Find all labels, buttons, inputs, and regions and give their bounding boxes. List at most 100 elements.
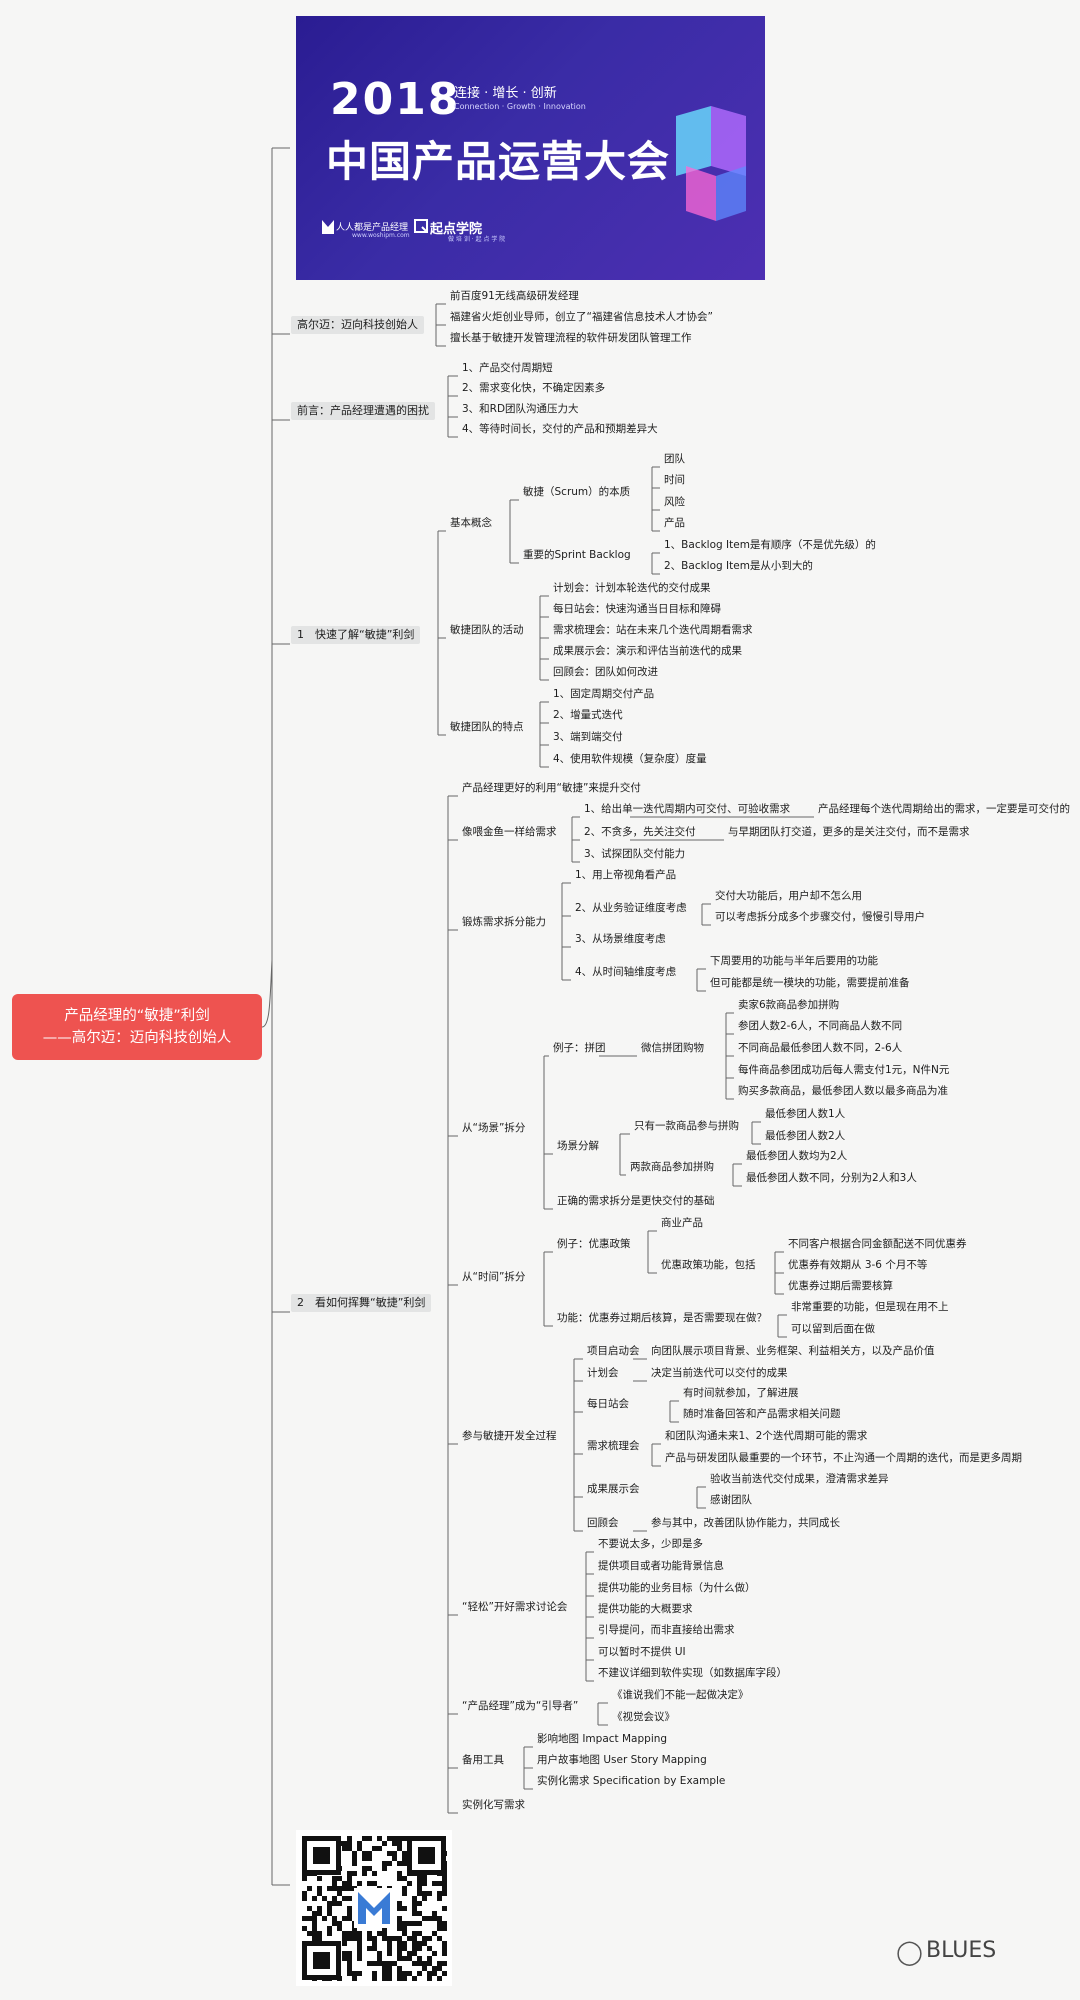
mindmap-node-n4e2-1[interactable]: 非常重要的功能，但是现在用不上 xyxy=(791,1301,949,1313)
mindmap-node-n4b-2[interactable]: 2、不贪多，先关注交付 xyxy=(584,826,696,838)
mindmap-node-n4e1a[interactable]: 商业产品 xyxy=(661,1217,703,1229)
mindmap-node-n3c-4[interactable]: 4、使用软件规模（复杂度）度量 xyxy=(553,753,707,765)
mindmap-node-n4f2x[interactable]: 决定当前迭代可以交付的成果 xyxy=(651,1367,788,1379)
mindmap-node-n4h-1[interactable]: 《谁说我们不能一起做决定》 xyxy=(612,1689,749,1701)
mindmap-node-n4f5b[interactable]: 感谢团队 xyxy=(710,1494,752,1506)
mindmap-node-n4g-3[interactable]: 提供功能的业务目标（为什么做） xyxy=(598,1582,756,1594)
mindmap-node-n3c-3[interactable]: 3、端到端交付 xyxy=(553,731,623,743)
mindmap-node-n4f4[interactable]: 需求梳理会 xyxy=(587,1440,640,1452)
mindmap-node-n4b-1[interactable]: 1、给出单一迭代周期内可交付、可验收需求 xyxy=(584,803,791,815)
mindmap-node-n4g-4[interactable]: 提供功能的大概要求 xyxy=(598,1603,693,1615)
mindmap-node-n4c-3[interactable]: 3、从场景维度考虑 xyxy=(575,933,666,945)
mindmap-node-n4h[interactable]: “产品经理”成为“引导者” xyxy=(462,1700,579,1712)
mindmap-node-n4g-2[interactable]: 提供项目或者功能背景信息 xyxy=(598,1560,724,1572)
mindmap-node-n3a2-1[interactable]: 1、Backlog Item是有顺序（不是优先级）的 xyxy=(664,539,876,551)
mindmap-node-n1-2[interactable]: 福建省火炬创业导师，创立了“福建省信息技术人才协会” xyxy=(450,311,713,323)
mindmap-node-n4d2b-1[interactable]: 最低参团人数均为2人 xyxy=(746,1150,848,1162)
mindmap-node-n4g[interactable]: “轻松”开好需求讨论会 xyxy=(462,1601,568,1613)
mindmap-node-n4f3b[interactable]: 随时准备回答和产品需求相关问题 xyxy=(683,1408,841,1420)
mindmap-node-n2-4[interactable]: 4、等待时间长，交付的产品和预期差异大 xyxy=(462,423,658,435)
mindmap-node-n4d1a-2[interactable]: 参团人数2-6人，不同商品人数不同 xyxy=(738,1020,903,1032)
mindmap-node-n4c-2a[interactable]: 交付大功能后，用户却不怎么用 xyxy=(715,890,862,902)
mindmap-node-n4g-6[interactable]: 可以暂时不提供 UI xyxy=(598,1646,686,1658)
mindmap-node-n3a1[interactable]: 敏捷（Scrum）的本质 xyxy=(523,486,631,498)
mindmap-node-n4f[interactable]: 参与敏捷开发全过程 xyxy=(462,1430,557,1442)
mindmap-node-n4e2[interactable]: 功能：优惠券过期后核算，是否需要现在做？ xyxy=(557,1312,767,1324)
mindmap-node-n4c-1[interactable]: 1、用上帝视角看产品 xyxy=(575,869,677,881)
mindmap-node-n3c-2[interactable]: 2、增量式迭代 xyxy=(553,709,623,721)
mindmap-node-n4d2a[interactable]: 只有一款商品参与拼购 xyxy=(634,1120,739,1132)
mindmap-node-n4d2a-2[interactable]: 最低参团人数2人 xyxy=(765,1130,846,1142)
mindmap-node-n4i-3[interactable]: 实例化需求 Specification by Example xyxy=(537,1775,726,1787)
mindmap-node-n4e1b[interactable]: 优惠政策功能，包括 xyxy=(661,1259,756,1271)
mindmap-node-n4f6[interactable]: 回顾会 xyxy=(587,1517,619,1529)
mindmap-node-n4i-1[interactable]: 影响地图 Impact Mapping xyxy=(537,1733,668,1745)
mindmap-node-n4j[interactable]: 实例化写需求 xyxy=(462,1799,525,1811)
mindmap-node-n4d1a-5[interactable]: 购买多款商品，最低参团人数以最多商品为准 xyxy=(738,1085,948,1097)
mindmap-node-n3a[interactable]: 基本概念 xyxy=(450,517,492,529)
mindmap-node-n4d1a[interactable]: 微信拼团购物 xyxy=(641,1042,704,1054)
mindmap-node-n2-3[interactable]: 3、和RD团队沟通压力大 xyxy=(462,403,579,415)
mindmap-node-n4d1a-4[interactable]: 每件商品参团成功后每人需支付1元，N件N元 xyxy=(738,1064,950,1076)
branch-node-n2[interactable]: 前言：产品经理遭遇的困扰 xyxy=(291,402,435,420)
mindmap-node-n3b-2[interactable]: 每日站会：快速沟通当日目标和障碍 xyxy=(553,603,721,615)
mindmap-node-n4d1a-3[interactable]: 不同商品最低参团人数不同，2-6人 xyxy=(738,1042,903,1054)
mindmap-node-n4f1[interactable]: 项目启动会 xyxy=(587,1345,640,1357)
mindmap-node-n3b-4[interactable]: 成果展示会：演示和评估当前迭代的成果 xyxy=(553,645,742,657)
mindmap-node-n4d2a-1[interactable]: 最低参团人数1人 xyxy=(765,1108,846,1120)
mindmap-node-n4c-4b[interactable]: 但可能都是统一模块的功能，需要提前准备 xyxy=(710,977,910,989)
mindmap-node-n4f3[interactable]: 每日站会 xyxy=(587,1398,629,1410)
mindmap-node-n4e[interactable]: 从“时间”拆分 xyxy=(462,1271,526,1283)
mindmap-node-n4b-3[interactable]: 3、试探团队交付能力 xyxy=(584,848,686,860)
mindmap-node-n2-1[interactable]: 1、产品交付周期短 xyxy=(462,362,553,374)
mindmap-node-n4g-5[interactable]: 引导提问，而非直接给出需求 xyxy=(598,1624,735,1636)
mindmap-node-n4g-7[interactable]: 不建议详细到软件实现（如数据库字段） xyxy=(598,1667,787,1679)
mindmap-node-n4f5a[interactable]: 验收当前迭代交付成果，澄清需求差异 xyxy=(710,1473,889,1485)
mindmap-node-n4i[interactable]: 备用工具 xyxy=(462,1754,504,1766)
mindmap-node-n1-3[interactable]: 擅长基于敏捷开发管理流程的软件研发团队管理工作 xyxy=(450,332,692,344)
mindmap-node-n4f6x[interactable]: 参与其中，改善团队协作能力，共同成长 xyxy=(651,1517,840,1529)
mindmap-node-n4a[interactable]: 产品经理更好的利用“敏捷”来提升交付 xyxy=(462,782,641,794)
mindmap-node-n3c-1[interactable]: 1、固定周期交付产品 xyxy=(553,688,655,700)
mindmap-node-n3a1-2[interactable]: 时间 xyxy=(664,474,685,486)
mindmap-node-n4c-2[interactable]: 2、从业务验证维度考虑 xyxy=(575,902,687,914)
mindmap-node-n4b-1x[interactable]: 产品经理每个迭代周期给出的需求，一定要是可交付的 xyxy=(818,803,1070,815)
mindmap-node-n3a2-2[interactable]: 2、Backlog Item是从小到大的 xyxy=(664,560,813,572)
mindmap-node-n4f4a[interactable]: 和团队沟通未来1、2个迭代周期可能的需求 xyxy=(665,1430,868,1442)
mindmap-node-n3a1-3[interactable]: 风险 xyxy=(664,496,685,508)
mindmap-node-n3a1-1[interactable]: 团队 xyxy=(664,453,685,465)
mindmap-node-n4d2b[interactable]: 两款商品参加拼购 xyxy=(630,1161,714,1173)
mindmap-node-n4e1[interactable]: 例子：优惠政策 xyxy=(557,1238,631,1250)
mindmap-node-n4h-2[interactable]: 《视觉会议》 xyxy=(612,1711,675,1723)
mindmap-node-n4g-1[interactable]: 不要说太多，少即是多 xyxy=(598,1538,703,1550)
mindmap-node-n4b[interactable]: 像喂金鱼一样给需求 xyxy=(462,826,557,838)
mindmap-node-n3a1-4[interactable]: 产品 xyxy=(664,517,685,529)
mindmap-node-n1-1[interactable]: 前百度91无线高级研发经理 xyxy=(450,290,579,302)
mindmap-node-n4i-2[interactable]: 用户故事地图 User Story Mapping xyxy=(537,1754,707,1766)
mindmap-node-n4b-2x[interactable]: 与早期团队打交道，更多的是关注交付，而不是需求 xyxy=(728,826,970,838)
root-node[interactable]: 产品经理的“敏捷”利剑 ——高尔迈：迈向科技创始人 xyxy=(12,994,262,1060)
mindmap-node-n4f3a[interactable]: 有时间就参加，了解进展 xyxy=(683,1387,799,1399)
mindmap-node-n4d1a-1[interactable]: 卖家6款商品参加拼购 xyxy=(738,999,840,1011)
mindmap-node-n4c-2b[interactable]: 可以考虑拆分成多个步骤交付，慢慢引导用户 xyxy=(715,911,925,923)
mindmap-node-n3b-3[interactable]: 需求梳理会：站在未来几个迭代周期看需求 xyxy=(553,624,753,636)
mindmap-node-n4c-4a[interactable]: 下周要用的功能与半年后要用的功能 xyxy=(710,955,878,967)
mindmap-node-n3a2[interactable]: 重要的Sprint Backlog xyxy=(523,549,631,561)
branch-node-n3[interactable]: 1 快速了解“敏捷”利剑 xyxy=(291,626,421,644)
mindmap-node-n4d1[interactable]: 例子：拼团 xyxy=(553,1042,606,1054)
mindmap-node-n3c[interactable]: 敏捷团队的特点 xyxy=(450,721,524,733)
mindmap-node-n4d2b-2[interactable]: 最低参团人数不同，分别为2人和3人 xyxy=(746,1172,917,1184)
branch-node-n1[interactable]: 高尔迈：迈向科技创始人 xyxy=(291,316,424,334)
mindmap-node-n4c[interactable]: 锻炼需求拆分能力 xyxy=(462,916,546,928)
mindmap-node-n4f2[interactable]: 计划会 xyxy=(587,1367,619,1379)
mindmap-node-n4d2[interactable]: 场景分解 xyxy=(557,1140,599,1152)
mindmap-node-n4e2-2[interactable]: 可以留到后面在做 xyxy=(791,1323,875,1335)
mindmap-node-n4f4b[interactable]: 产品与研发团队最重要的一个环节，不止沟通一个周期的迭代，而是更多周期 xyxy=(665,1452,1022,1464)
mindmap-node-n2-2[interactable]: 2、需求变化快，不确定因素多 xyxy=(462,382,606,394)
mindmap-node-n3b-1[interactable]: 计划会：计划本轮迭代的交付成果 xyxy=(553,582,711,594)
mindmap-node-n4e1b-3[interactable]: 优惠券过期后需要核算 xyxy=(788,1280,893,1292)
mindmap-node-n4f1x[interactable]: 向团队展示项目背景、业务框架、利益相关方，以及产品价值 xyxy=(651,1345,935,1357)
mindmap-node-n4d[interactable]: 从“场景”拆分 xyxy=(462,1122,526,1134)
mindmap-node-n4f5[interactable]: 成果展示会 xyxy=(587,1483,640,1495)
mindmap-node-n3b[interactable]: 敏捷团队的活动 xyxy=(450,624,524,636)
